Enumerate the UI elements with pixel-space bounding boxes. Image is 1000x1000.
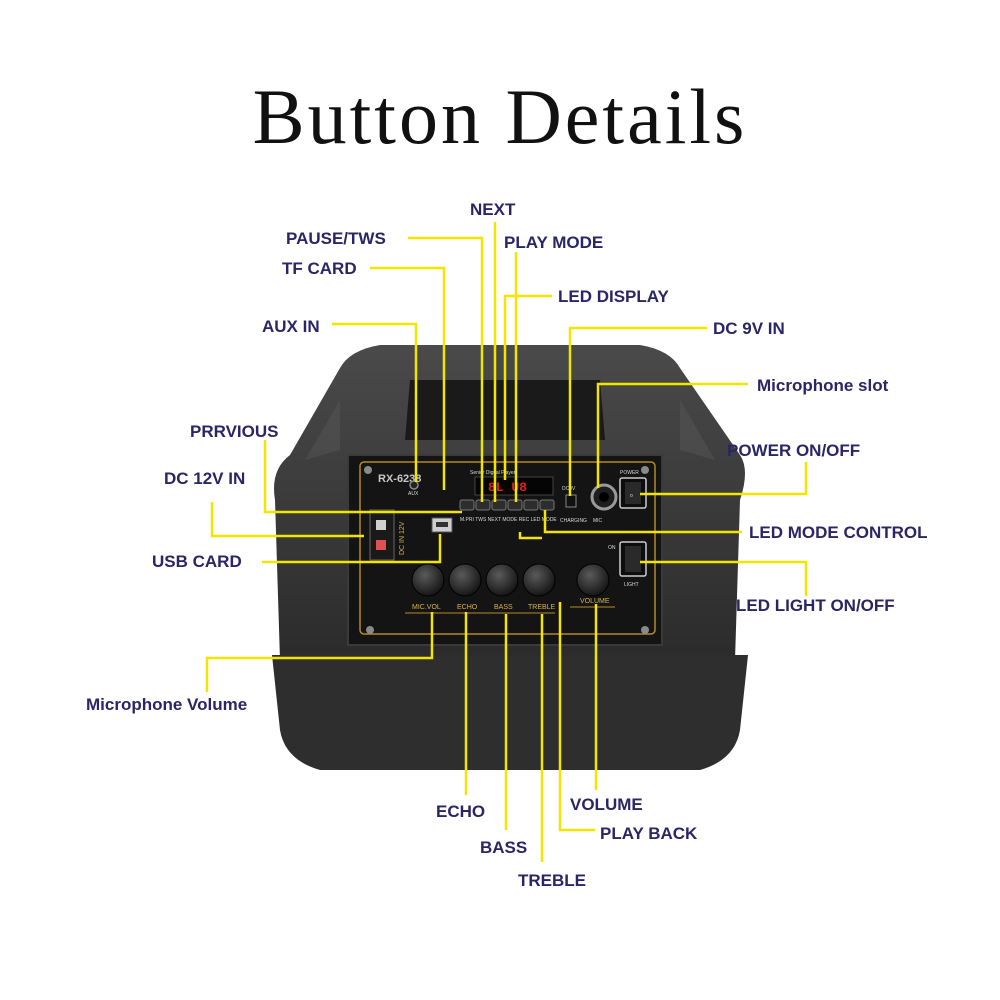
- leader-led-light: [640, 560, 808, 596]
- leader-led-mode-stub: [518, 532, 542, 540]
- control-panel: RX-6238 Senior Digital Player AUX 8L U8 …: [347, 454, 663, 646]
- callout-aux-in: AUX IN: [262, 317, 320, 336]
- power-label: POWER: [620, 470, 639, 476]
- callout-previous: PRRVIOUS: [190, 422, 279, 441]
- dc12v-terminal-icon[interactable]: [376, 540, 386, 550]
- leader-aux-in: [332, 322, 418, 482]
- dc12v-terminal-icon[interactable]: [376, 520, 386, 530]
- callout-dc-12v-in: DC 12V IN: [164, 469, 246, 488]
- echo-knob-label: ECHO: [457, 604, 478, 611]
- callout-led-light-on-off: LED LIGHT ON/OFF: [736, 596, 895, 615]
- echo-knob[interactable]: [448, 563, 482, 597]
- callout-tf-card: TF CARD: [282, 259, 357, 278]
- leader-dc-12v-in: [210, 502, 364, 538]
- callout-led-mode-control: LED MODE CONTROL: [749, 523, 928, 542]
- callout-pause-tws: PAUSE/TWS: [286, 229, 386, 248]
- player-label: Senior Digital Player: [470, 470, 516, 476]
- dc9v-jack-icon[interactable]: [565, 494, 577, 508]
- callout-echo: ECHO: [436, 802, 486, 821]
- callout-play-mode: PLAY MODE: [504, 233, 604, 252]
- callout-microphone-slot: Microphone slot: [757, 376, 889, 395]
- callout-dc-9v-in: DC 9V IN: [713, 319, 785, 338]
- power-switch-mark: o: [630, 493, 633, 499]
- leader-tf-card: [370, 266, 446, 490]
- dc-label: DC IN 12V: [399, 521, 406, 555]
- screw-icon: [364, 466, 372, 474]
- button-row: [459, 499, 555, 511]
- aux-jack-icon[interactable]: [409, 480, 419, 490]
- leader-led-mode-control: [543, 510, 742, 534]
- callout-led-display: LED DISPLAY: [558, 287, 669, 306]
- previous-button[interactable]: [459, 499, 475, 511]
- bass-knob-label: BASS: [494, 604, 513, 611]
- callout-bass: BASS: [480, 838, 528, 857]
- leader-power: [640, 462, 808, 496]
- screw-icon: [641, 626, 649, 634]
- volume-knob-label: VOLUME: [580, 598, 610, 605]
- charging-label: CHARGING: [560, 518, 587, 524]
- led-mode-button[interactable]: [539, 499, 555, 511]
- callout-play-back: PLAY BACK: [600, 824, 698, 843]
- next-button[interactable]: [491, 499, 507, 511]
- callout-power-on-off: POWER ON/OFF: [727, 441, 861, 460]
- leader-lines: [205, 222, 808, 862]
- leader-microphone-volume: [205, 612, 434, 692]
- light-label: LIGHT: [624, 582, 639, 588]
- knobs: [411, 563, 610, 597]
- leader-dc-9v-in: [568, 326, 707, 496]
- leader-play-back: [558, 602, 595, 832]
- aux-label: AUX: [408, 491, 419, 497]
- volume-knob[interactable]: [576, 563, 610, 597]
- dc12v-port: [369, 509, 395, 561]
- bass-knob[interactable]: [485, 563, 519, 597]
- callout-usb-card: USB CARD: [152, 552, 242, 571]
- led-display-text: 8L U8: [488, 480, 527, 495]
- on-label: ON: [608, 545, 616, 551]
- mic-volume-knob[interactable]: [411, 563, 445, 597]
- page-title: Button Details: [252, 73, 748, 160]
- leader-led-display: [503, 294, 552, 480]
- callout-microphone-volume: Microphone Volume: [86, 695, 248, 714]
- screw-icon: [641, 466, 649, 474]
- leader-usb-card: [262, 534, 442, 564]
- mic-vol-label: MIC.VOL: [412, 604, 441, 611]
- button-labels: M.PRI TWS NEXT MODE REC LED MODE: [460, 517, 557, 523]
- mic-label: MIC: [593, 518, 603, 524]
- screw-icon: [366, 626, 374, 634]
- rec-button[interactable]: [523, 499, 539, 511]
- leader-microphone-slot: [596, 382, 748, 488]
- callout-treble: TREBLE: [518, 871, 586, 890]
- treble-knob-label: TREBLE: [528, 604, 556, 611]
- leader-previous: [263, 440, 462, 514]
- callout-volume: VOLUME: [570, 795, 643, 814]
- callout-next: NEXT: [470, 200, 516, 219]
- treble-knob[interactable]: [522, 563, 556, 597]
- leader-pause-tws: [408, 236, 484, 502]
